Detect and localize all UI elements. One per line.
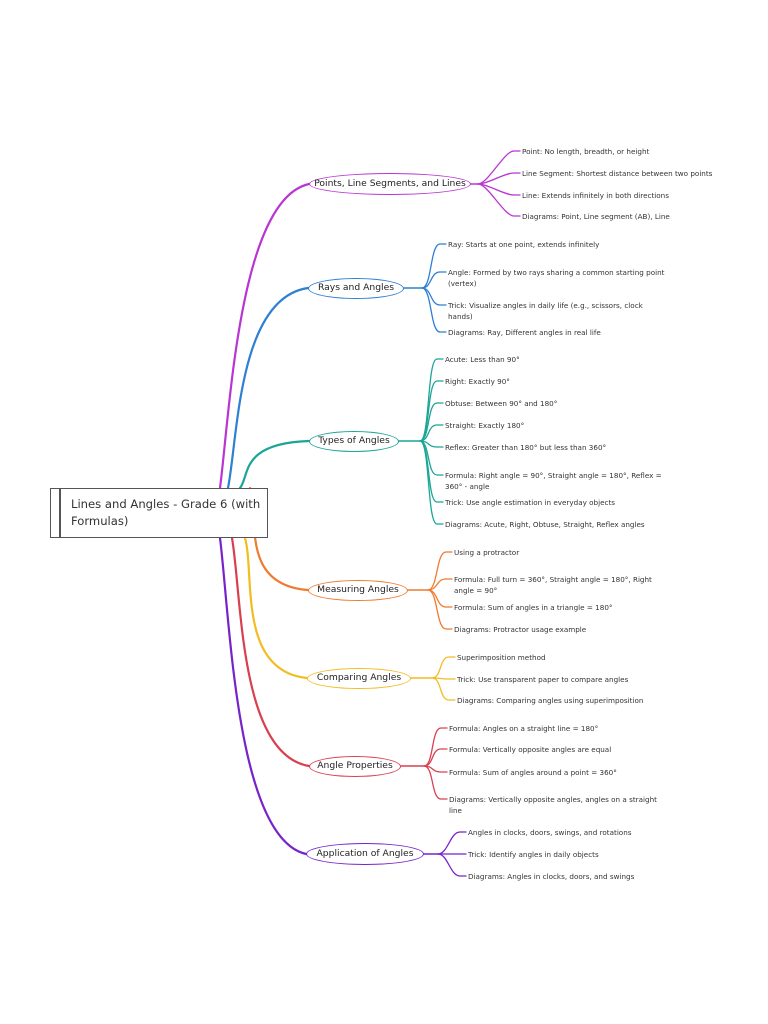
leaf-connector: [423, 748, 448, 767]
leaf-node[interactable]: Diagrams: Point, Line segment (AB), Line: [522, 211, 670, 221]
branch-node[interactable]: Angle Properties: [309, 755, 401, 777]
leaf-node[interactable]: Line Segment: Shortest distance between …: [522, 168, 713, 178]
branch-connector: [243, 536, 309, 680]
leaf-node[interactable]: Acute: Less than 90°: [445, 354, 520, 364]
leaf-node[interactable]: Trick: Use transparent paper to compare …: [457, 674, 629, 684]
branch-connector: [238, 439, 311, 490]
branch-node[interactable]: Types of Angles: [309, 430, 399, 452]
leaf-node[interactable]: Ray: Starts at one point, extends infini…: [448, 239, 600, 249]
leaf-node[interactable]: Diagrams: Protractor usage example: [454, 624, 587, 634]
branch-connector: [226, 286, 310, 490]
branch-node[interactable]: Comparing Angles: [307, 667, 411, 689]
leaf-connector: [423, 765, 448, 800]
branch-label: Application of Angles: [316, 848, 414, 859]
leaf-node[interactable]: Right: Exactly 90°: [445, 376, 510, 386]
branch-connector: [230, 536, 311, 768]
leaf-node[interactable]: Formula: Sum of angles in a triangle = 1…: [454, 602, 613, 612]
leaf-connector: [421, 271, 447, 289]
branch-label: Measuring Angles: [317, 583, 399, 595]
branch-label: Points, Line Segments, and Lines: [314, 178, 466, 189]
branch-connector: [218, 182, 311, 490]
leaf-node[interactable]: Diagrams: Angles in clocks, doors, and s…: [468, 871, 635, 881]
root-node[interactable]: Lines and Angles - Grade 6 (with Formula…: [50, 488, 268, 538]
leaf-connector: [419, 424, 444, 442]
leaf-connector: [477, 172, 521, 185]
leaf-node[interactable]: Formula: Sum of angles around a point = …: [449, 767, 617, 777]
leaf-node[interactable]: Diagrams: Ray, Different angles in real …: [448, 327, 601, 337]
leaf-connector: [419, 440, 444, 503]
leaf-connector: [477, 183, 521, 217]
leaf-connector: [427, 578, 453, 591]
leaf-node[interactable]: Formula: Vertically opposite angles are …: [449, 744, 612, 754]
leaf-connector: [419, 440, 444, 525]
leaf-connector: [423, 727, 448, 767]
leaf-node[interactable]: Reflex: Greater than 180° but less than …: [445, 442, 607, 452]
branch-label: Types of Angles: [318, 434, 390, 446]
leaf-node[interactable]: Angles in clocks, doors, swings, and rot…: [468, 827, 632, 837]
leaf-connector: [437, 831, 467, 855]
leaf-node[interactable]: Point: No length, breadth, or height: [522, 146, 650, 156]
branch-connector: [218, 536, 308, 856]
branch-node[interactable]: Points, Line Segments, and Lines: [309, 173, 471, 195]
leaf-connector: [431, 656, 456, 679]
branch-label: Rays and Angles: [317, 281, 395, 293]
leaf-connector: [419, 402, 444, 442]
leaf-node[interactable]: Trick: Use angle estimation in everyday …: [445, 497, 616, 507]
leaf-connector: [421, 287, 447, 333]
leaf-connector: [427, 589, 453, 630]
branch-label: Angle Properties: [317, 759, 393, 771]
branch-label: Comparing Angles: [316, 671, 402, 683]
root-node-accent: [59, 489, 61, 537]
leaf-node[interactable]: Line: Extends infinitely in both directi…: [522, 190, 669, 200]
leaf-node[interactable]: Diagrams: Vertically opposite angles, an…: [449, 794, 657, 815]
leaf-node[interactable]: Angle: Formed by two rays sharing a comm…: [448, 267, 665, 288]
branch-node[interactable]: Rays and Angles: [308, 277, 404, 299]
leaf-node[interactable]: Formula: Right angle = 90°, Straight ang…: [445, 470, 662, 491]
leaf-connector: [419, 358, 444, 442]
leaf-node[interactable]: Straight: Exactly 180°: [445, 420, 525, 430]
leaf-node[interactable]: Diagrams: Comparing angles using superim…: [457, 695, 644, 705]
leaf-node[interactable]: Trick: Identify angles in daily objects: [468, 849, 599, 859]
leaf-node[interactable]: Diagrams: Acute, Right, Obtuse, Straight…: [445, 519, 645, 529]
leaf-node[interactable]: Obtuse: Between 90° and 180°: [445, 398, 558, 408]
leaf-node[interactable]: Formula: Full turn = 360°, Straight angl…: [454, 574, 652, 595]
branch-node[interactable]: Measuring Angles: [308, 579, 408, 601]
leaf-node[interactable]: Trick: Visualize angles in daily life (e…: [448, 300, 643, 321]
leaf-node[interactable]: Formula: Angles on a straight line = 180…: [449, 723, 599, 733]
leaf-connector: [477, 150, 521, 185]
leaf-connector: [427, 551, 453, 591]
leaf-node[interactable]: Using a protractor: [454, 547, 520, 557]
leaf-node[interactable]: Superimposition method: [457, 652, 546, 662]
root-title: Lines and Angles - Grade 6 (with Formula…: [71, 497, 261, 528]
leaf-connector: [431, 677, 456, 701]
branch-node[interactable]: Application of Angles: [306, 843, 424, 865]
leaf-connector: [421, 243, 447, 289]
leaf-connector: [477, 183, 521, 196]
leaf-connector: [437, 853, 467, 877]
